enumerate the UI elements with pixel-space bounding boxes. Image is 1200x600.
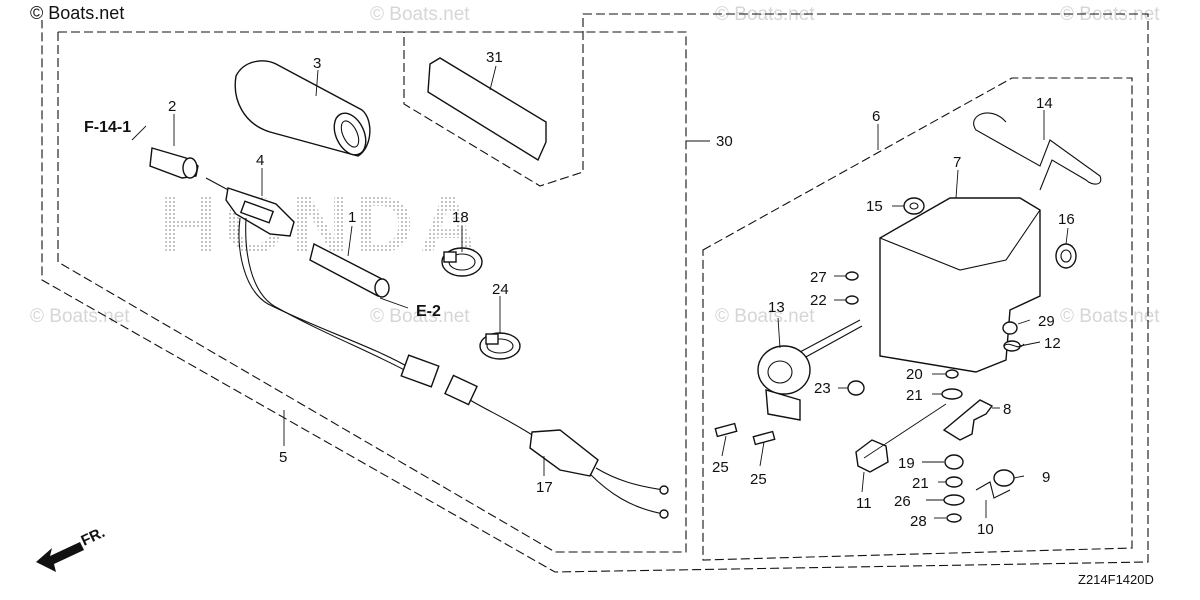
grommet-15 — [903, 197, 925, 215]
watermark-text: © Boats.net — [715, 306, 815, 327]
callout-27: 27 — [810, 269, 827, 286]
reference-f-14-1: F-14-1 — [84, 119, 131, 136]
callout-14: 14 — [1036, 95, 1053, 112]
collar-2 — [149, 147, 199, 179]
cam-11 — [855, 439, 889, 473]
callout-2: 2 — [168, 98, 176, 115]
callout-31: 31 — [486, 49, 503, 66]
callout-17: 17 — [536, 479, 553, 496]
front-arrow-label: FR. — [79, 524, 108, 550]
bracket-plate-7-edge — [879, 209, 1041, 271]
callout-3: 3 — [313, 55, 321, 72]
grommet-16 — [1055, 243, 1077, 269]
clamp-18 — [441, 247, 483, 277]
callout-22: 22 — [810, 292, 827, 309]
callout-7: 7 — [953, 154, 961, 171]
reference-e-2: E-2 — [416, 303, 441, 320]
front-arrow-icon — [36, 542, 84, 572]
callout-24: 24 — [492, 281, 509, 298]
callout-9: 9 — [1042, 469, 1050, 486]
watermark-text: © Boats.net — [30, 306, 130, 327]
callout-5: 5 — [279, 449, 287, 466]
clamp-24 — [479, 332, 521, 360]
callout-30: 30 — [716, 133, 733, 150]
callout-29: 29 — [1038, 313, 1055, 330]
watermark-text: © Boats.net — [1060, 306, 1160, 327]
callout-labels: 1 2 3 4 5 6 7 8 9 10 11 12 13 14 15 16 1… — [168, 49, 1075, 538]
rod-10 — [975, 481, 1011, 499]
fasteners — [714, 271, 1021, 523]
callout-26: 26 — [894, 493, 911, 510]
watermark-text: © Boats.net — [370, 306, 470, 327]
leader-lines — [131, 65, 1069, 519]
callout-21: 21 — [912, 475, 929, 492]
sub-harness-17 — [444, 374, 669, 519]
bracket-plate-7 — [879, 197, 1041, 373]
callout-25: 25 — [750, 471, 767, 488]
diagram-code: Z214F1420D — [1078, 572, 1154, 587]
group-outline-5 — [41, 13, 1149, 573]
callout-13: 13 — [768, 299, 785, 316]
callout-15: 15 — [866, 198, 883, 215]
tube-1 — [309, 242, 390, 298]
callout-25: 25 — [712, 459, 729, 476]
arm-8 — [942, 399, 994, 441]
callout-19: 19 — [898, 455, 915, 472]
switch-assembly-4 — [205, 177, 440, 388]
callout-1: 1 — [348, 209, 356, 226]
watermark-main: © Boats.net — [30, 3, 125, 23]
callout-11: 11 — [856, 495, 872, 512]
wire-clip-14 — [973, 112, 1102, 191]
callout-18: 18 — [452, 209, 469, 226]
protector-sleeve-3 — [234, 60, 371, 157]
control-motor-13 — [757, 319, 863, 421]
callout-20: 20 — [906, 366, 923, 383]
callout-28: 28 — [910, 513, 927, 530]
callout-16: 16 — [1058, 211, 1075, 228]
group-outline-6 — [702, 77, 1133, 561]
harness-group-outline — [57, 31, 687, 553]
callout-4: 4 — [256, 152, 264, 169]
callout-12: 12 — [1044, 335, 1061, 352]
watermark-text: © Boats.net — [370, 4, 470, 25]
callout-6: 6 — [872, 108, 880, 125]
callout-21: 21 — [906, 387, 923, 404]
watermark-group: © Boats.net © Boats.net © Boats.net © Bo… — [30, 4, 1160, 327]
callout-10: 10 — [977, 521, 994, 538]
callout-23: 23 — [814, 380, 831, 397]
nut-9 — [993, 469, 1015, 487]
label-sheet-31 — [427, 57, 547, 162]
callout-8: 8 — [1003, 401, 1011, 418]
